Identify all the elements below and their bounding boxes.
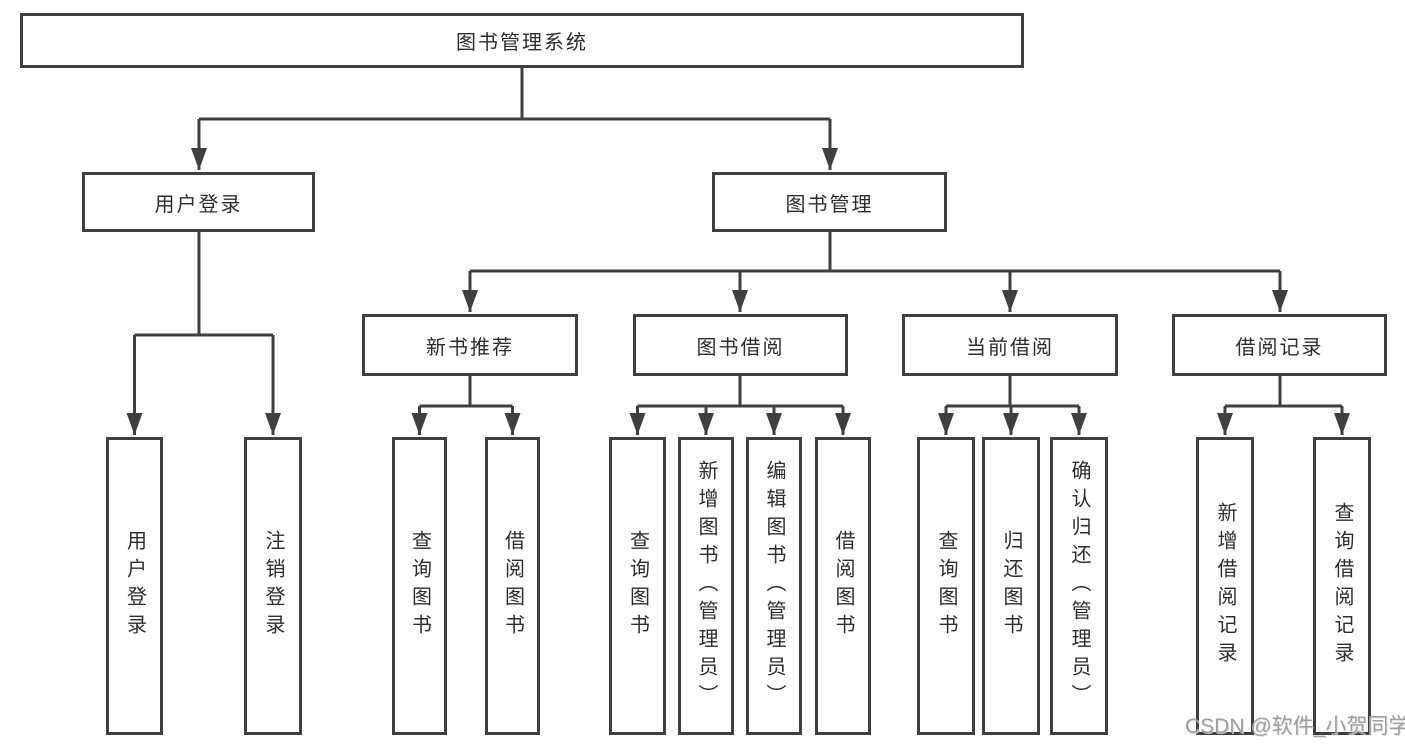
leaf-return-books-label: 归还图书	[1000, 530, 1022, 642]
leaf-confirm-return-admin-label: 确认归还（管理员）	[1068, 460, 1090, 712]
leaf-newbook-borrow-books: 借阅图书	[485, 437, 540, 735]
leaf-borrow-books-label: 借阅图书	[832, 530, 854, 642]
watermark: CSDN @软件_小贺同学	[1185, 715, 1405, 738]
leaf-current-query-books-label: 查询图书	[935, 530, 957, 642]
leaf-add-borrow-record: 新增借阅记录	[1196, 437, 1254, 735]
node-current-borrowing: 当前借阅	[902, 314, 1118, 376]
leaf-add-borrow-record-label: 新增借阅记录	[1214, 502, 1236, 670]
node-current-borrowing-label: 当前借阅	[966, 336, 1054, 359]
node-user-login: 用户登录	[82, 172, 315, 232]
leaf-logout: 注销登录	[244, 437, 302, 735]
node-root: 图书管理系统	[20, 13, 1024, 68]
leaf-edit-books-admin: 编辑图书（管理员）	[746, 437, 802, 735]
leaf-add-books-admin-label: 新增图书（管理员）	[695, 460, 717, 712]
leaf-query-borrow-record: 查询借阅记录	[1313, 437, 1371, 735]
node-user-login-label: 用户登录	[154, 193, 243, 216]
node-book-management-label: 图书管理	[785, 193, 874, 216]
leaf-add-books-admin: 新增图书（管理员）	[678, 437, 734, 735]
leaf-borrow-query-books-label: 查询图书	[626, 530, 649, 642]
node-book-borrowing: 图书借阅	[633, 314, 848, 376]
leaf-borrow-books: 借阅图书	[815, 437, 871, 735]
leaf-edit-books-admin-label: 编辑图书（管理员）	[763, 460, 785, 712]
node-borrow-records: 借阅记录	[1172, 314, 1387, 376]
leaf-newbook-query-books-label: 查询图书	[408, 530, 431, 642]
leaf-current-query-books: 查询图书	[917, 437, 975, 735]
node-new-book-recommend-label: 新书推荐	[426, 336, 514, 359]
leaf-user-login-label: 用户登录	[123, 530, 146, 642]
leaf-newbook-borrow-books-label: 借阅图书	[501, 530, 524, 642]
leaf-user-login: 用户登录	[106, 437, 163, 735]
node-root-label: 图书管理系统	[456, 32, 588, 54]
node-borrow-records-label: 借阅记录	[1235, 336, 1324, 359]
leaf-borrow-query-books: 查询图书	[609, 437, 666, 735]
leaf-logout-label: 注销登录	[262, 530, 284, 642]
leaf-newbook-query-books: 查询图书	[392, 437, 447, 735]
node-new-book-recommend: 新书推荐	[362, 314, 578, 376]
leaf-confirm-return-admin: 确认归还（管理员）	[1050, 437, 1108, 735]
node-book-borrowing-label: 图书借阅	[696, 336, 785, 359]
leaf-query-borrow-record-label: 查询借阅记录	[1331, 502, 1353, 670]
node-book-management: 图书管理	[712, 172, 947, 232]
leaf-return-books: 归还图书	[982, 437, 1040, 735]
